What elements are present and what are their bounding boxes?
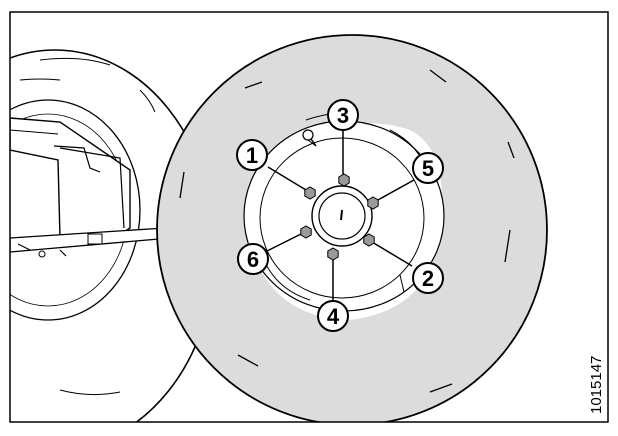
leader-2 <box>371 241 413 267</box>
leader-6 <box>266 232 304 252</box>
background-wheel <box>10 49 216 422</box>
leader-1 <box>267 166 307 191</box>
callout-4-label: 4 <box>327 304 340 329</box>
callout-3: 3 <box>327 99 359 131</box>
figure-id: 1015147 <box>588 356 605 414</box>
callout-2-label: 2 <box>422 266 434 291</box>
wheel-nuts <box>300 173 379 261</box>
nut-6 <box>300 225 312 239</box>
wheel-rim <box>243 112 445 320</box>
callout-3-label: 3 <box>337 103 349 128</box>
callout-4: 4 <box>317 300 349 332</box>
nut-1 <box>304 186 316 200</box>
callout-5: 5 <box>412 152 444 184</box>
callout-1: 1 <box>236 139 268 171</box>
callouts: 1 2 3 4 5 6 <box>236 99 444 332</box>
nut-2 <box>363 233 375 247</box>
callout-2: 2 <box>412 262 444 294</box>
callout-6: 6 <box>237 243 269 275</box>
leader-5 <box>375 179 415 202</box>
nut-4 <box>327 247 339 261</box>
callout-5-label: 5 <box>422 156 434 181</box>
nut-5 <box>367 196 379 210</box>
nut-3 <box>338 173 350 187</box>
callout-leaders <box>266 131 415 300</box>
callout-6-label: 6 <box>247 247 259 272</box>
figure-frame <box>9 11 609 423</box>
callout-1-label: 1 <box>246 143 258 168</box>
tire-tread-marks <box>179 69 515 393</box>
valve-stem <box>302 129 317 147</box>
